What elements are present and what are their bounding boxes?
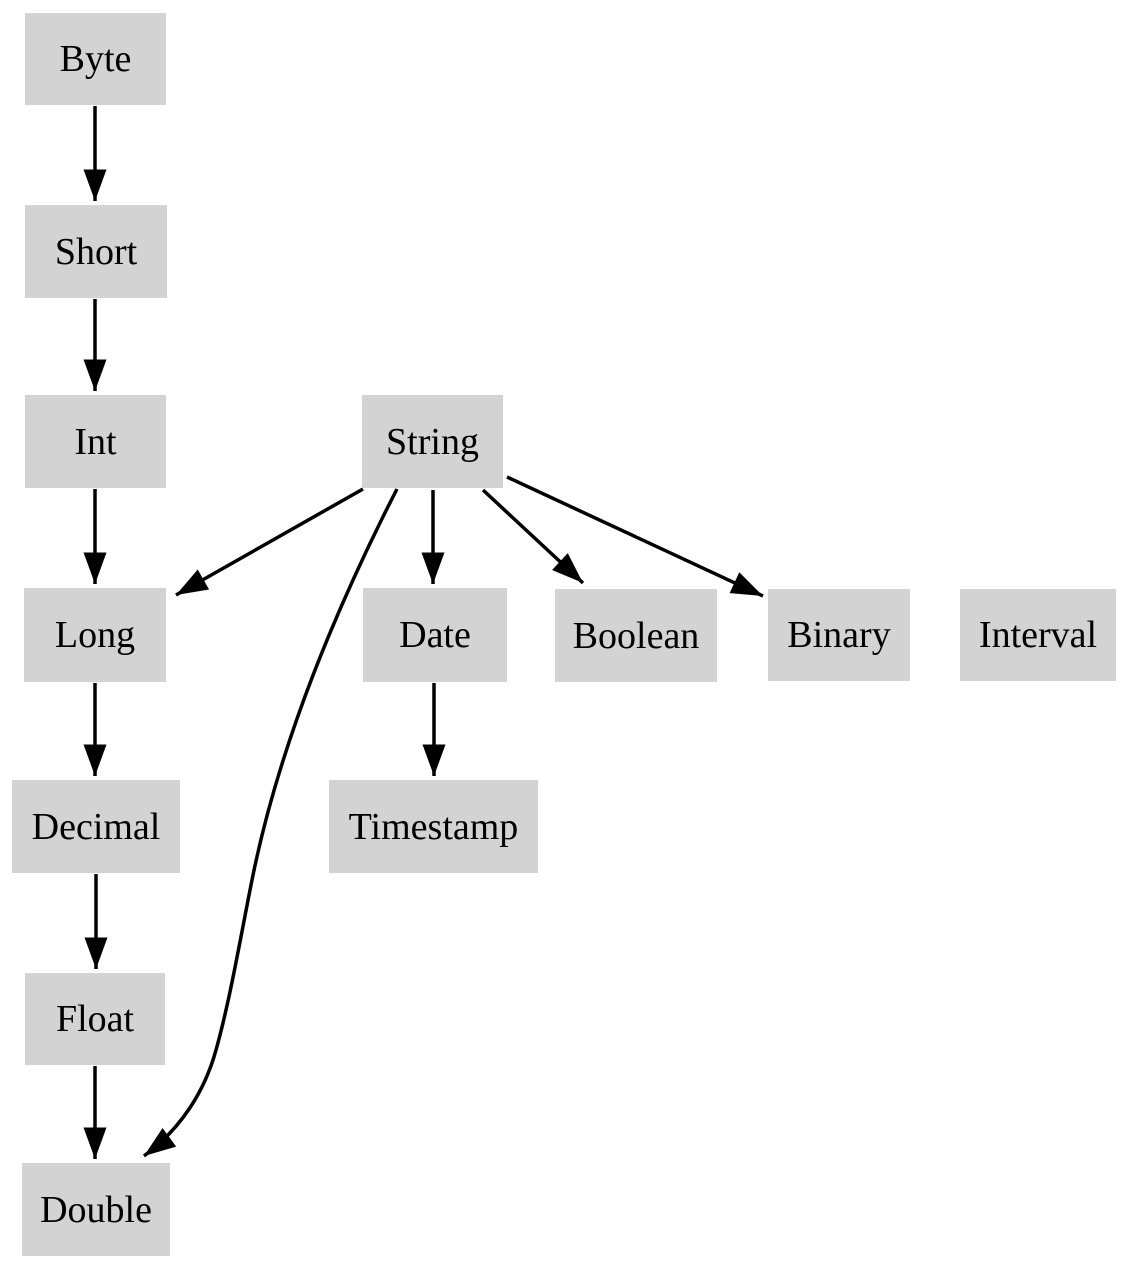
node-date: Date	[363, 588, 507, 682]
node-byte: Byte	[25, 13, 166, 105]
node-interval: Interval	[960, 589, 1116, 681]
node-binary: Binary	[768, 589, 910, 681]
node-double: Double	[22, 1163, 170, 1256]
node-boolean: Boolean	[555, 589, 717, 682]
node-string: String	[362, 395, 503, 488]
node-float: Float	[25, 973, 165, 1065]
edge-string-double	[142, 488, 399, 1158]
node-timestamp: Timestamp	[329, 780, 538, 873]
node-int: Int	[25, 395, 166, 488]
edge-string-boolean	[481, 488, 585, 585]
node-decimal: Decimal	[12, 780, 180, 873]
node-short: Short	[25, 205, 167, 298]
edge-string-long	[175, 487, 364, 597]
edge-string-binary	[506, 475, 764, 598]
node-long: Long	[24, 588, 166, 682]
